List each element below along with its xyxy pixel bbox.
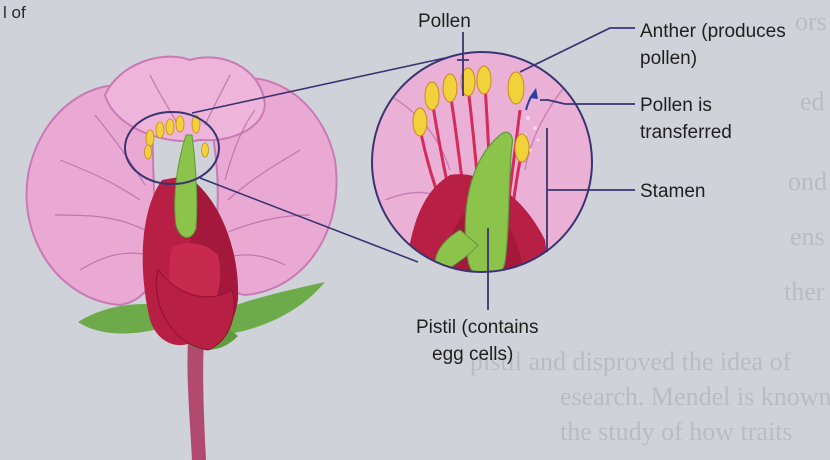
- anther-small-4: [176, 116, 184, 132]
- zoom-anther-6: [508, 72, 524, 104]
- label-transfer-line2: transferred: [640, 122, 732, 143]
- pistil-small: [175, 135, 197, 237]
- zoom-anther-2: [425, 82, 439, 110]
- label-anther-line2: pollen): [640, 48, 697, 69]
- zoom-anther-7: [515, 134, 529, 162]
- label-stamen: Stamen: [640, 181, 705, 202]
- anther-small-2: [156, 122, 164, 138]
- bg-text-3: ond: [788, 167, 827, 196]
- anther-small-6: [202, 143, 209, 157]
- zoom-anther-5: [477, 66, 491, 94]
- bg-text-7: esearch. Mendel is known: [560, 382, 830, 411]
- anther-small-3: [166, 119, 174, 135]
- label-anther-line1: Anther (produces: [640, 21, 786, 42]
- bg-text-5: ther: [784, 277, 825, 306]
- anther-small-1: [146, 130, 154, 146]
- bg-text-2: ed: [800, 87, 825, 116]
- label-pistil-line1: Pistil (contains: [416, 317, 539, 338]
- label-transfer-line1: Pollen is: [640, 95, 712, 116]
- corner-text: l of: [3, 3, 26, 22]
- bg-text-8: the study of how traits: [560, 417, 793, 446]
- bg-text-4: ens: [790, 222, 825, 251]
- bg-text-1: ors: [795, 7, 827, 36]
- zoom-anther-3: [443, 74, 457, 102]
- label-pollen: Pollen: [418, 11, 471, 32]
- zoom-anther-1: [413, 108, 427, 136]
- anther-small-7: [145, 145, 152, 159]
- label-pistil-line2: egg cells): [432, 344, 513, 365]
- stem: [187, 340, 206, 460]
- bg-text-6: pistil and disproved the idea of: [470, 347, 792, 376]
- callout-anther: [520, 28, 635, 72]
